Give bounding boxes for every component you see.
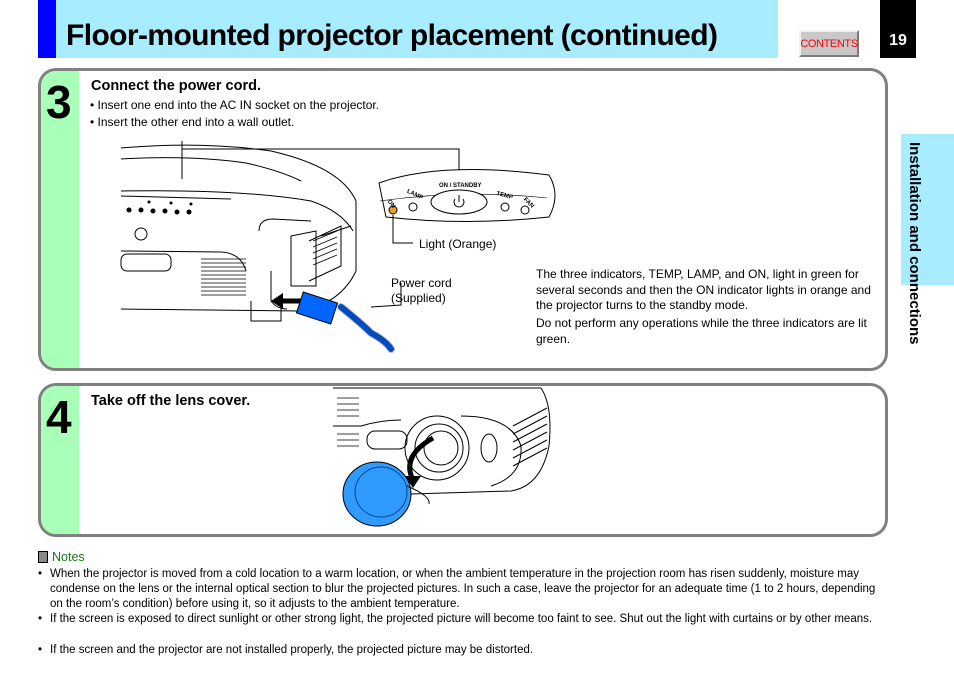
step-3-box: 3 Connect the power cord. • Insert one e…	[38, 68, 888, 371]
step-3-bullet: • Insert the other end into a wall outle…	[90, 115, 295, 129]
on-standby-label: ON / STANDBY	[439, 183, 482, 189]
step-4-strip	[41, 386, 79, 534]
header-accent-bar	[38, 0, 56, 58]
section-tab-label: Installation and connections	[906, 142, 923, 345]
section-tab[interactable]: Installation and connections	[901, 134, 954, 345]
projector-power-illustration	[120, 141, 556, 353]
note-item: • If the screen is exposed to direct sun…	[38, 612, 883, 627]
note-text: If the screen is exposed to direct sunli…	[50, 613, 873, 625]
bullet-icon: •	[38, 613, 43, 625]
indicator-warning: Do not perform any operations while the …	[536, 316, 867, 346]
title-band	[56, 0, 778, 58]
supplied-callout: (Supplied)	[391, 291, 446, 305]
note-icon	[38, 551, 48, 563]
note-text: When the projector is moved from a cold …	[50, 568, 876, 610]
bullet-icon: •	[38, 644, 43, 656]
step-3-title: Connect the power cord.	[91, 78, 261, 94]
note-item: • When the projector is moved from a col…	[38, 567, 883, 612]
notes-heading: Notes	[38, 550, 85, 564]
step-4-number: 4	[46, 391, 72, 443]
note-text: If the screen and the projector are not …	[50, 644, 534, 656]
step-4-box: 4 Take off the lens cover.	[38, 383, 888, 537]
page-number: 19	[889, 32, 907, 49]
lens-cover-illustration	[333, 387, 551, 527]
contents-button[interactable]: CONTENTS	[799, 30, 859, 57]
step-3-bullet: • Insert one end into the AC IN socket o…	[90, 98, 380, 112]
light-orange-callout: Light (Orange)	[419, 237, 497, 251]
bullet-icon: •	[38, 568, 43, 580]
notes-label: Notes	[52, 550, 85, 564]
step-3-strip	[41, 71, 79, 368]
indicator-description: The three indicators, TEMP, LAMP, and ON…	[536, 267, 871, 312]
page-title: Floor-mounted projector placement (conti…	[66, 19, 718, 52]
contents-button-label: CONTENTS	[800, 37, 858, 50]
step-4-title: Take off the lens cover.	[91, 393, 251, 409]
note-item: • If the screen and the projector are no…	[38, 643, 883, 658]
page-number-box: 19	[880, 0, 916, 58]
step-3-number: 3	[46, 76, 72, 128]
power-cord-callout: Power cord	[391, 276, 452, 290]
